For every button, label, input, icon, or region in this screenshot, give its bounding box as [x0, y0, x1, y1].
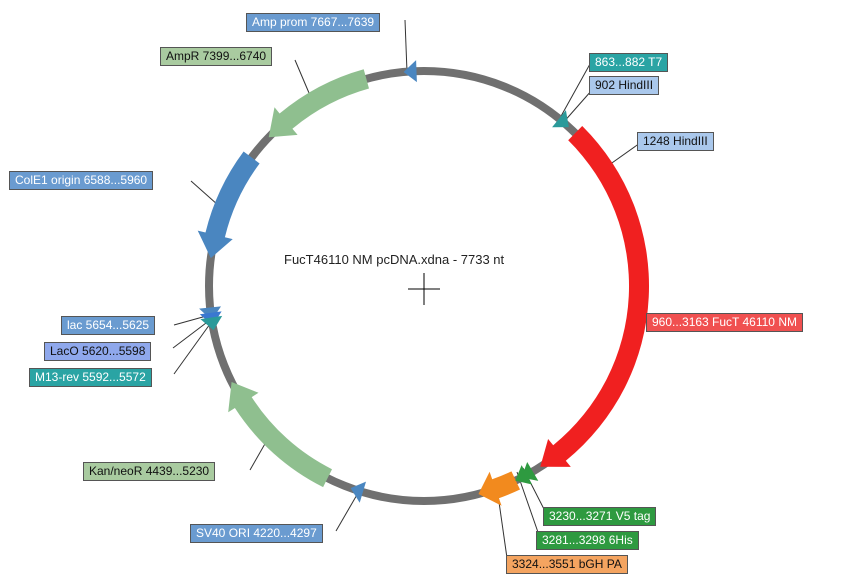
label-hind1248[interactable]: 1248 HindIII	[637, 132, 714, 151]
label-m13-leader	[173, 323, 211, 375]
label-his-leader	[516, 471, 541, 539]
label-ampr[interactable]: AmpR 7399...6740	[160, 47, 273, 66]
label-kan[interactable]: Kan/neoR 4439...5230	[83, 462, 216, 481]
label-lac[interactable]: lac 5654...5625	[61, 316, 156, 335]
feature-arrow-t7	[552, 110, 569, 128]
feature-arrow-cole1	[197, 151, 260, 259]
label-v5[interactable]: 3230...3271 V5 tag	[543, 507, 657, 526]
label-cole1-leader	[190, 180, 219, 206]
label-t7-leader	[559, 63, 591, 119]
label-amp-prom-leader	[404, 19, 408, 73]
label-cole1[interactable]: ColE1 origin 6588...5960	[9, 171, 154, 190]
label-sv40-leader	[335, 492, 359, 532]
label-m13[interactable]: M13-rev 5592...5572	[29, 368, 152, 387]
feature-arrow-bgh	[478, 471, 520, 506]
label-laco[interactable]: LacO 5620...5598	[44, 342, 152, 361]
feature-arrow-kan	[228, 382, 332, 488]
label-amp-prom[interactable]: Amp prom 7667...7639	[246, 13, 381, 32]
label-his[interactable]: 3281...3298 6His	[536, 531, 639, 550]
feature-arrow-ampR	[268, 69, 369, 138]
feature-arrows	[197, 60, 650, 506]
label-bgh[interactable]: 3324...3551 bGH PA	[506, 555, 628, 574]
feature-arrow-ampprom	[403, 60, 417, 83]
plasmid-title: FucT46110 NM pcDNA.xdna - 7733 nt	[284, 252, 505, 267]
center-crosshair-icon	[408, 273, 440, 305]
label-sv40[interactable]: SV40 ORI 4220...4297	[190, 524, 323, 543]
label-hind902[interactable]: 902 HindIII	[589, 76, 660, 95]
feature-arrow-fucT	[540, 126, 650, 467]
label-leaders	[172, 19, 649, 566]
feature-arrow-m13	[200, 315, 223, 331]
label-laco-leader	[172, 319, 211, 349]
label-t7[interactable]: 863...882 T7	[589, 53, 669, 72]
label-fuct[interactable]: 960...3163 FucT 46110 NM	[646, 313, 803, 332]
feature-arrow-sv40	[350, 481, 366, 503]
feature-arrow-his	[515, 465, 533, 485]
